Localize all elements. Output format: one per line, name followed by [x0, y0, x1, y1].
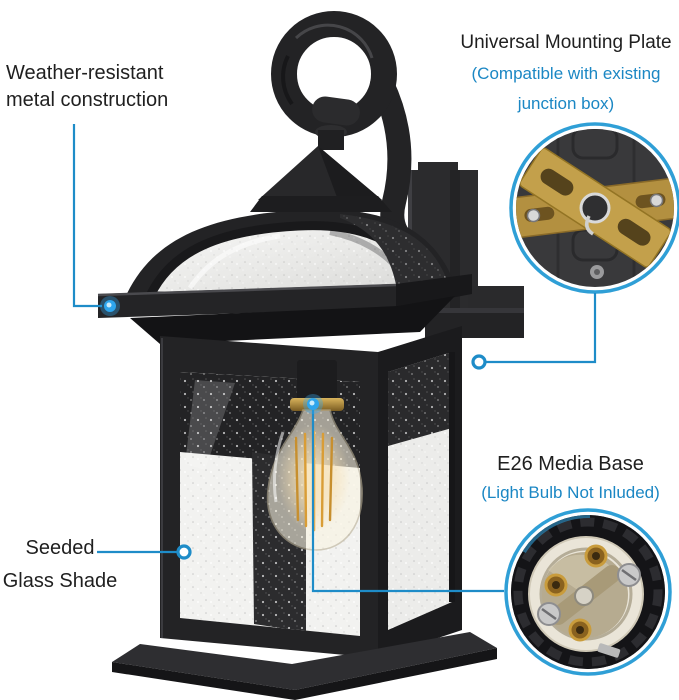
callout-ring-marker-seeded-glass [176, 544, 192, 560]
lantern-body [160, 326, 462, 658]
callout-glow-dot-e26 [303, 394, 323, 414]
bulb-socket [297, 360, 337, 402]
side-glass-panel [388, 352, 455, 630]
mounting-plate-inset-photo [509, 122, 679, 294]
mounting-plate-subtitle-line1: (Compatible with existing [471, 64, 661, 83]
callout-lines [72, 124, 597, 593]
roof-finial [250, 125, 392, 212]
callout-label-seeded-glass: Seeded Glass Shade [0, 532, 120, 598]
callout-line-mounting-plate [486, 293, 597, 364]
e26-base-subtitle: (Light Bulb Not Inluded) [481, 483, 660, 502]
seeded-glass-line1: Seeded [25, 537, 95, 559]
mounting-plate-subtitle-line2: junction box) [517, 94, 615, 113]
socket-terminals [544, 544, 608, 642]
e26-socket-inset-photo [504, 508, 672, 676]
lantern-roof [124, 209, 454, 301]
edison-bulb [266, 360, 363, 551]
callout-ring-marker-mounting-plate [471, 354, 487, 370]
callout-line-e26 [311, 410, 504, 593]
weather-label-line1: Weather-resistant [6, 62, 164, 84]
lantern-base [112, 632, 497, 700]
callout-label-e26-base: E26 Media Base (Light Bulb Not Inluded) [462, 452, 679, 505]
callout-label-mounting-plate: Universal Mounting Plate (Compatible wit… [452, 31, 679, 119]
callout-line-weather [72, 124, 102, 308]
roof-brim [97, 274, 472, 344]
e26-base-title: E26 Media Base [497, 453, 644, 475]
callout-glow-dot-weather [100, 296, 120, 316]
weather-label-line2: metal construction [6, 89, 169, 111]
mounting-plate-title: Universal Mounting Plate [460, 32, 672, 53]
callout-label-weather-resistant: Weather-resistant metal construction [6, 60, 218, 114]
seeded-glass-line2: Glass Shade [2, 570, 118, 592]
